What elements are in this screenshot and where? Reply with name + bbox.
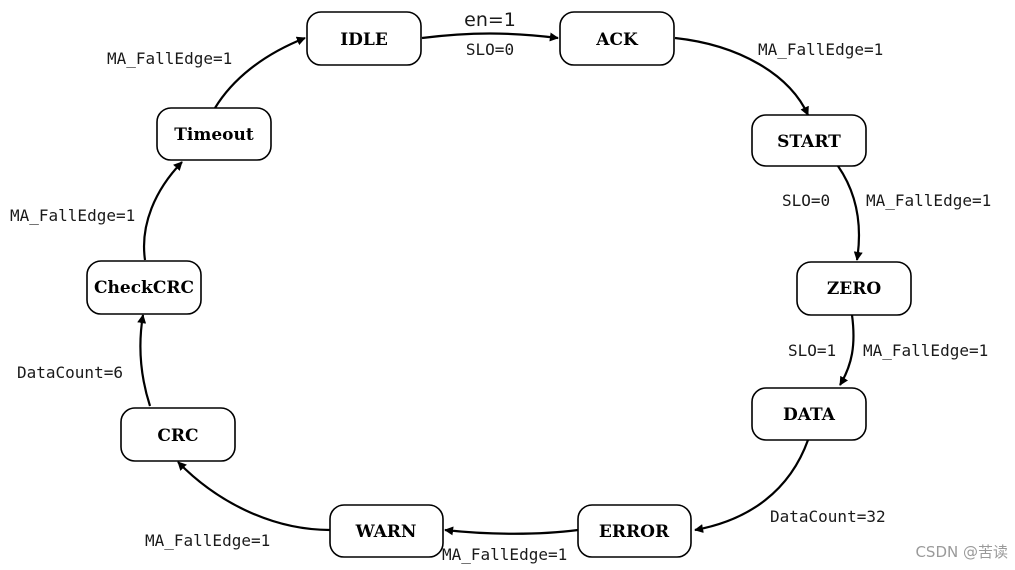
state-timeout-label: Timeout	[174, 125, 254, 145]
state-error: ERROR	[577, 504, 692, 558]
state-timeout: Timeout	[156, 107, 272, 161]
label-idle-ack-top: en=1	[464, 9, 516, 31]
label-data-error: DataCount=32	[770, 507, 886, 526]
state-ack-label: ACK	[595, 30, 639, 50]
edge-data-error	[694, 439, 810, 533]
edge-start-zero	[837, 165, 863, 261]
edge-idle-ack	[421, 32, 559, 42]
state-idle: IDLE	[306, 11, 422, 66]
state-crc: CRC	[120, 407, 236, 462]
label-zero-data-left: SLO=1	[788, 341, 836, 360]
state-error-label: ERROR	[599, 522, 670, 542]
transitions	[137, 32, 863, 536]
edge-ack-start	[674, 36, 810, 116]
watermark-text: CSDN @苦读	[915, 543, 1008, 561]
label-idle-ack-bottom: SLO=0	[466, 40, 514, 59]
state-crc-label: CRC	[157, 426, 198, 446]
label-crc-checkcrc: DataCount=6	[17, 363, 123, 382]
edge-zero-data	[839, 314, 855, 386]
edge-checkcrc-timeout	[143, 161, 183, 261]
edge-crc-checkcrc	[137, 314, 152, 407]
label-warn-crc: MA_FallEdge=1	[145, 531, 270, 550]
state-zero-label: ZERO	[827, 279, 881, 299]
state-ack: ACK	[559, 11, 675, 66]
state-warn: WARN	[329, 504, 444, 558]
state-data-label: DATA	[783, 405, 836, 425]
state-warn-label: WARN	[355, 522, 417, 542]
label-start-zero-left: SLO=0	[782, 191, 830, 210]
label-ack-start: MA_FallEdge=1	[758, 40, 883, 59]
label-checkcrc-timeout: MA_FallEdge=1	[10, 206, 135, 225]
state-idle-label: IDLE	[340, 30, 388, 50]
state-zero: ZERO	[796, 261, 912, 316]
state-data: DATA	[751, 387, 867, 441]
state-checkcrc-label: CheckCRC	[94, 278, 194, 298]
state-start: START	[751, 114, 867, 167]
state-start-label: START	[777, 132, 841, 152]
edge-warn-crc	[177, 461, 331, 532]
label-timeout-idle: MA_FallEdge=1	[107, 49, 232, 68]
label-start-zero-right: MA_FallEdge=1	[866, 191, 991, 210]
edge-error-warn	[444, 526, 579, 536]
label-zero-data-right: MA_FallEdge=1	[863, 341, 988, 360]
state-checkcrc: CheckCRC	[86, 260, 202, 315]
edge-timeout-idle	[214, 36, 306, 109]
label-error-warn: MA_FallEdge=1	[442, 545, 567, 564]
